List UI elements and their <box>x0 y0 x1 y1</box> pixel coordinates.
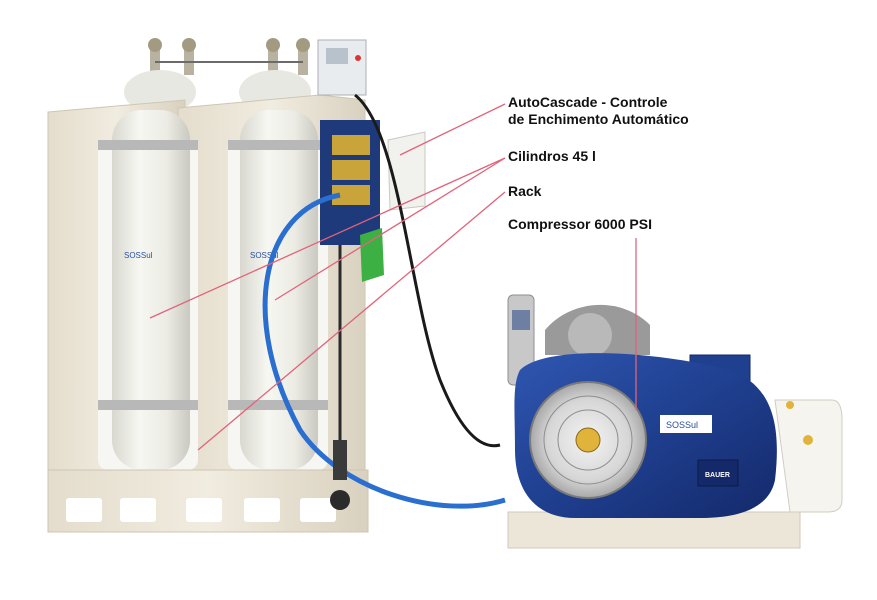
leader-line-rack <box>197 191 506 451</box>
gas-cylinder-right: SOSSul <box>240 110 318 470</box>
label-autocascade-line2: de Enchimento Automático <box>508 111 689 127</box>
autocascade-control <box>317 39 426 282</box>
cylinder-valves <box>148 38 310 75</box>
label-autocascade: AutoCascade - Controle de Enchimento Aut… <box>508 94 689 128</box>
gas-cylinder-left: SOSSul <box>112 110 190 470</box>
svg-text:SOSSul: SOSSul <box>666 420 698 430</box>
svg-text:BAUER: BAUER <box>705 472 730 479</box>
label-cilindros: Cilindros 45 l <box>508 148 596 164</box>
leader-line-cilindros-a <box>149 157 506 319</box>
label-autocascade-line1: AutoCascade - Controle <box>508 94 668 110</box>
label-compressor: Compressor 6000 PSI <box>508 216 652 232</box>
svg-text:SOSSul: SOSSul <box>124 251 153 260</box>
compressor: SOSSul BAUER <box>507 294 843 549</box>
label-rack: Rack <box>508 183 542 199</box>
hoses <box>262 93 506 510</box>
leader-line-cilindros-b <box>274 157 506 301</box>
cylinder-rack: SOSSul SOSSul <box>47 38 369 533</box>
svg-text:SOSSul: SOSSul <box>250 251 279 260</box>
leader-lines <box>149 103 637 451</box>
leader-line-autocascade <box>399 103 506 156</box>
